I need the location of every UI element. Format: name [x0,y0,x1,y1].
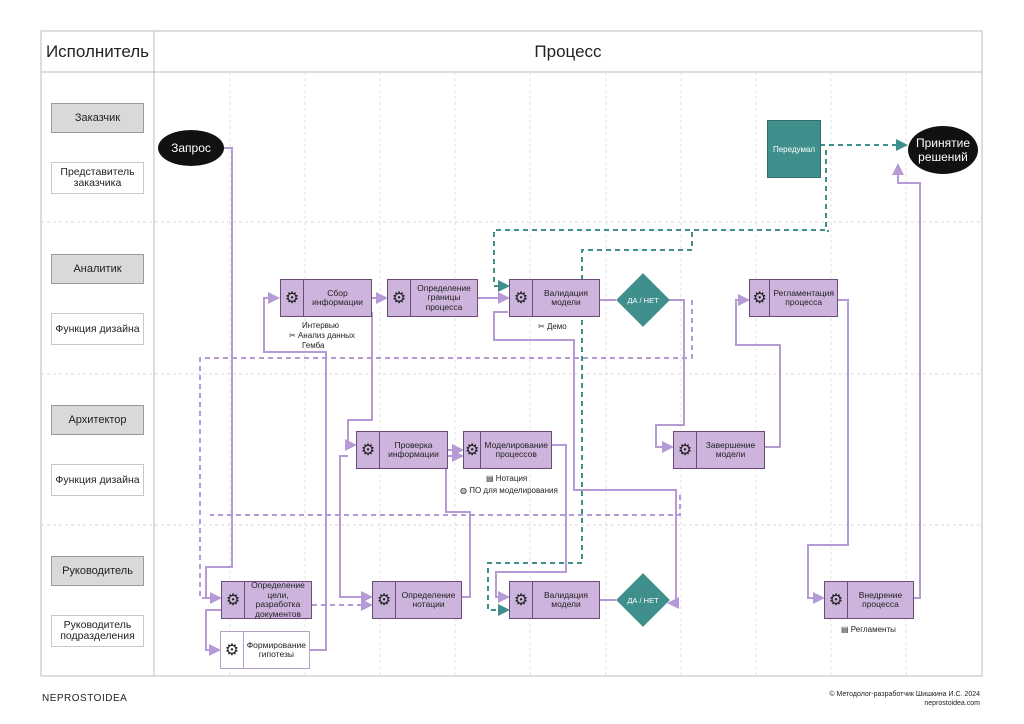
lane-architect-sub: Функция дизайна [51,464,144,496]
gear-icon: ⚙ [674,432,697,468]
node-define-notation: ⚙ Определение нотации [372,581,462,619]
gear-icon: ⚙ [357,432,380,468]
header-process: Процесс [534,41,602,61]
tools-icon: ✂ [289,331,296,340]
note-modeling-software: ◍ ПО для моделирования [460,486,558,495]
document-icon: ▤ [486,474,494,483]
gear-icon: ⚙ [281,280,304,316]
request-ellipse: Запрос [158,130,224,166]
gear-icon: ⚙ [373,582,396,618]
tools-icon: ✂ [538,322,545,331]
gear-icon: ⚙ [221,632,244,668]
node-regulate-process: ⚙ Регламентация процесса [749,279,838,317]
gear-icon: ⚙ [222,582,245,618]
node-finish-model: ⚙ Завершение модели [673,431,765,469]
copyright: © Методолог-разработчик Шишкина И.С. 202… [829,691,980,698]
changed-mind-box: Передумал [767,120,821,178]
node-define-scope: ⚙ Определение границы процесса [387,279,478,317]
node-check-info: ⚙ Проверка информации [356,431,448,469]
node-validate-model-bottom: ⚙ Валидация модели [509,581,600,619]
node-validate-model-top: ⚙ Валидация модели [509,279,600,317]
software-icon: ◍ [460,486,467,495]
note-gemba: Гемба [302,341,325,350]
lane-analyst: Аналитик [51,254,144,284]
node-collect-info: ⚙ Сбор информации [280,279,372,317]
gear-icon: ⚙ [825,582,848,618]
yes-no-bottom-diamond: ДА / НЕТ [616,573,670,627]
note-demo: ✂ Демо [538,322,567,331]
document-icon: ▤ [841,625,849,634]
note-analysis: ✂ Анализ данных [289,331,355,340]
node-model-processes: ⚙ Моделирование процессов [463,431,552,469]
gear-icon: ⚙ [388,280,411,316]
yes-no-top-diamond: ДА / НЕТ [616,273,670,327]
note-notation: ▤ Нотация [486,474,528,483]
lane-architect: Архитектор [51,405,144,435]
lane-customer: Заказчик [51,103,144,133]
site-link[interactable]: neprostoidea.com [924,700,980,707]
note-interview: Интервью [302,321,340,330]
gear-icon: ⚙ [510,582,533,618]
gear-icon: ⚙ [464,432,482,468]
lane-customer-rep: Представитель заказчика [51,162,144,194]
lane-manager: Руководитель [51,556,144,586]
gear-icon: ⚙ [510,280,533,316]
lane-analyst-sub: Функция дизайна [51,313,144,345]
note-regulations: ▤ Регламенты [841,625,896,634]
header-executor: Исполнитель [45,41,150,61]
node-implement-process: ⚙ Внедрение процесса [824,581,914,619]
decision-ellipse: Принятие решений [908,126,978,174]
gear-icon: ⚙ [750,280,771,316]
node-define-goals: ⚙ Определение цели, разработка документо… [221,580,312,619]
lane-manager-sub: Руководитель подразделения [51,615,144,647]
node-hypothesis: ⚙ Формирование гипотезы [220,631,310,669]
brand-logo: NEPROSTOIDEA [42,693,128,704]
